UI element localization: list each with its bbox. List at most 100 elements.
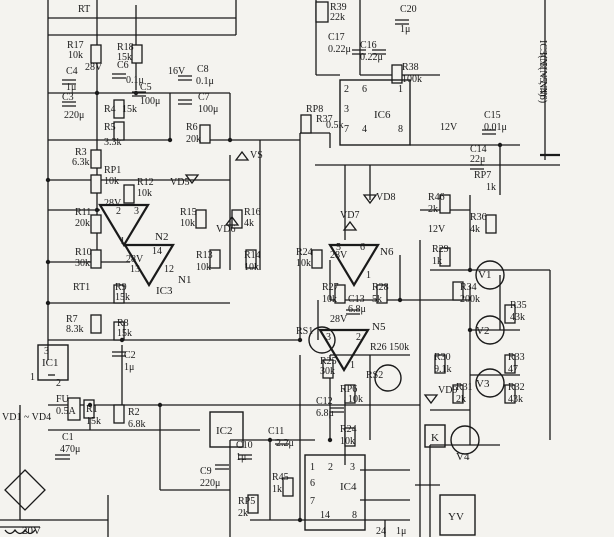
label-C14v: 22μ <box>470 154 485 165</box>
label-RP6: RP6 <box>340 384 357 395</box>
label-R4v: 15k <box>122 104 137 115</box>
label-R15v: 10k <box>180 218 195 229</box>
label-IC3N: IC3(N1 ~ N4) <box>537 40 548 97</box>
label-R3v: 6.3k <box>72 157 90 168</box>
label-R31: R31 <box>456 382 473 393</box>
pin-ic4-14: 14 <box>320 510 330 521</box>
label-RP7v: 1k <box>486 182 496 193</box>
label-N2: N2 <box>155 231 168 243</box>
pin-ic6-2: 2 <box>344 84 349 95</box>
label-RP1v: 10k <box>104 176 119 187</box>
pin-n2-3: 3 <box>134 206 139 217</box>
label-R45v: 1k <box>272 484 282 495</box>
label-R25v: 30k <box>320 366 335 377</box>
label-C6v: 0.1μ <box>126 75 144 86</box>
label-V2: V2 <box>476 325 489 337</box>
label-C4: C4 <box>66 66 78 77</box>
label-C6: C6 <box>117 60 129 71</box>
label-R33v: 47 <box>508 364 518 375</box>
label-C24: 24 <box>376 526 386 537</box>
label-C10: C10 <box>236 440 253 451</box>
label-R31v: 2k <box>456 394 466 405</box>
label-V4: V4 <box>456 451 470 463</box>
pin-ic4-2: 2 <box>328 462 333 473</box>
label-R12: R12 <box>137 177 154 188</box>
pin-n6-5: 5 <box>336 242 341 253</box>
label-R28: R28 <box>372 282 389 293</box>
pin-n2-1: 1 <box>120 236 125 247</box>
label-RS1: RS1 <box>296 326 313 337</box>
label-C16v: 0.22μ <box>360 52 383 63</box>
label-C14: C14 <box>470 144 487 155</box>
label-R7v: 8.3k <box>66 324 84 335</box>
label-K: K <box>431 432 439 444</box>
label-V16: 16V <box>168 66 186 77</box>
label-R26: R26 150k <box>370 342 409 353</box>
labels: RT R17 10k R18 15k C4 1μ 28V C6 0.1μ 16V… <box>2 2 548 537</box>
label-V12b: 12V <box>428 224 446 235</box>
label-C3: C3 <box>62 92 74 103</box>
label-R11v: 20k <box>75 218 90 229</box>
pin-ic4-7: 7 <box>310 496 315 507</box>
label-R18: R18 <box>117 42 134 53</box>
label-R6: R6 <box>186 122 198 133</box>
label-V28d: 28V <box>330 250 348 261</box>
label-R7: R7 <box>66 314 78 325</box>
label-R14v: 10k <box>244 262 259 273</box>
label-C24v: 1μ <box>396 526 406 537</box>
pin-ic4-6: 6 <box>310 478 315 489</box>
label-C1: C1 <box>62 432 74 443</box>
label-VD6: VD6 <box>216 224 235 235</box>
label-C10v: 1μ <box>236 452 246 463</box>
label-R8v: 15k <box>117 328 132 339</box>
label-R24v: 10k <box>296 258 311 269</box>
label-C17: C17 <box>328 32 345 43</box>
label-IC5N: IC5(N5, N6) <box>537 52 548 103</box>
label-C7v: 100μ <box>198 104 218 115</box>
pin-ic6-6: 6 <box>362 84 367 95</box>
label-R35v: 43k <box>510 312 525 323</box>
label-R27: R27 <box>322 282 339 293</box>
label-YV: YV <box>448 511 464 523</box>
label-RP5v: 2k <box>238 508 248 519</box>
label-C11: C11 <box>268 426 284 437</box>
label-C8v: 0.1μ <box>196 76 214 87</box>
label-RP6v: 10k <box>348 394 363 405</box>
label-R16: R16 <box>244 207 261 218</box>
label-FU: FU <box>56 394 70 405</box>
label-C11v: 2.2μ <box>276 438 294 449</box>
label-C5v: 100μ <box>140 96 160 107</box>
label-R34v: 200k <box>460 294 480 305</box>
label-R6v: 20k <box>186 134 201 145</box>
label-R9: R9 <box>115 282 127 293</box>
label-VS: VS <box>250 150 263 161</box>
pin-ic6-1: 1 <box>398 84 403 95</box>
label-C2v: 1μ <box>124 362 134 373</box>
label-R2: R2 <box>128 407 140 418</box>
label-RP1: RP1 <box>104 165 121 176</box>
label-R1v: 15k <box>86 416 101 427</box>
label-V12a: 12V <box>440 122 458 133</box>
label-C20v: 1μ <box>400 24 410 35</box>
label-RP7: RP7 <box>474 170 491 181</box>
label-VD7: VD7 <box>340 210 359 221</box>
label-R24bv: 10k <box>340 436 355 447</box>
label-R32: R32 <box>508 382 525 393</box>
label-R29: R29 <box>432 244 449 255</box>
label-R37: R37 <box>316 114 333 125</box>
label-R30: R30 <box>434 352 451 363</box>
label-C20: C20 <box>400 4 417 15</box>
pin-n1-14: 14 <box>152 246 162 257</box>
label-R13: R13 <box>196 250 213 261</box>
label-VD9: VD9 <box>438 385 457 396</box>
label-R4: R4 <box>104 104 116 115</box>
pin-ic1-1: 1 <box>30 372 35 383</box>
pin-ic6-8: 8 <box>398 124 403 135</box>
label-R30v: 9.1k <box>434 364 452 375</box>
label-R39: R39 <box>330 2 347 13</box>
label-IC3a: IC3 <box>156 285 173 297</box>
label-V28e: 28V <box>330 314 348 325</box>
label-C1v: 470μ <box>60 444 80 455</box>
label-IC2: IC2 <box>216 425 233 437</box>
